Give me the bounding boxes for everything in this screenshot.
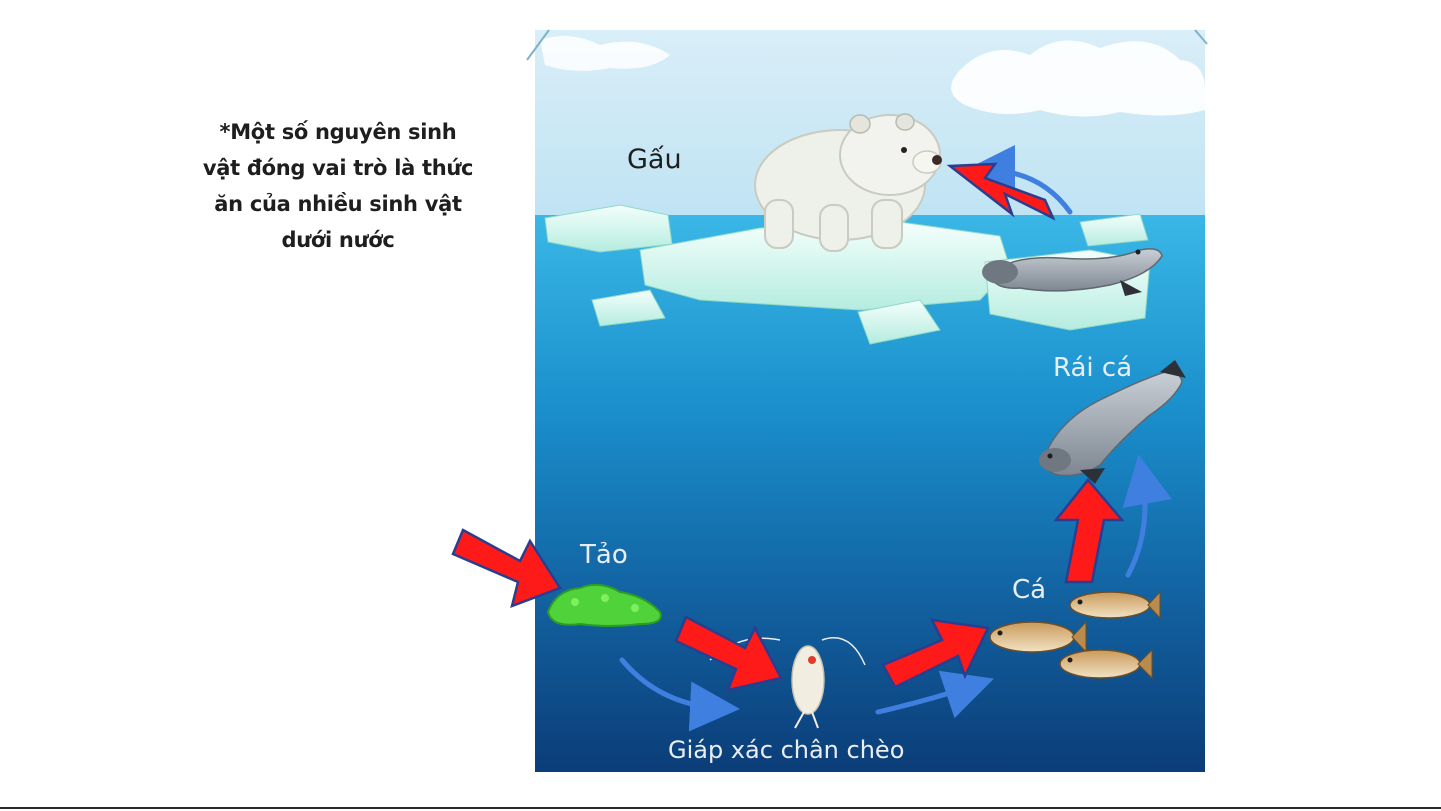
label-fish: Cá — [1012, 575, 1046, 605]
label-copepod: Giáp xác chân chèo — [668, 736, 904, 764]
label-bear: Gấu — [627, 144, 682, 175]
label-otter: Rái cá — [1053, 353, 1132, 383]
label-algae: Tảo — [579, 540, 628, 570]
slide-bottom-border — [0, 807, 1441, 809]
